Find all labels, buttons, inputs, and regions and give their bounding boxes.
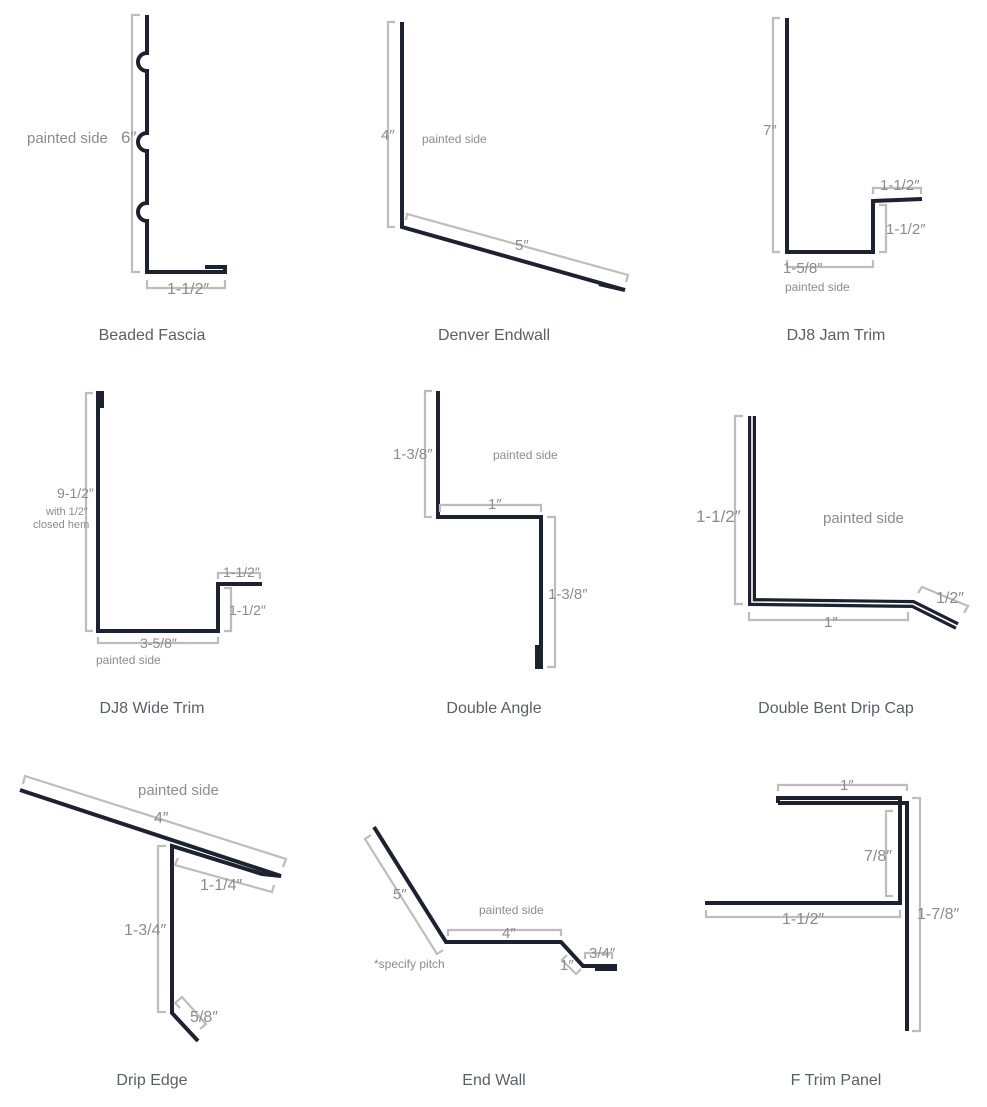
caption-drip-edge: Drip Edge xyxy=(116,1072,187,1089)
f-trim-panel-dim-top-label: 1″ xyxy=(840,777,854,794)
dj8-jam-trim-dim-step xyxy=(879,203,888,254)
double-bent-drip-cap-dim-width-label: 1″ xyxy=(824,614,838,631)
dj8-wide-trim-dim-top xyxy=(216,571,262,579)
double-bent-drip-cap-dim-height-label: 1-1/2″ xyxy=(696,507,741,526)
caption-denver-endwall: Denver Endwall xyxy=(438,327,550,344)
profile-beaded-fascia: painted side 6″ 1-1/2″ Beaded Fascia xyxy=(27,13,227,344)
dj8-jam-trim-dim-height xyxy=(771,16,780,254)
drip-edge-dim-flange-label: 1-1/4″ xyxy=(200,877,242,894)
end-wall-dim-slope-label: 5″ xyxy=(393,886,407,903)
end-wall-outline xyxy=(372,825,617,971)
drip-edge-dim-top xyxy=(21,774,288,868)
drip-edge-dim-kick xyxy=(173,995,208,1030)
denver-endwall-dim-4: 4″ xyxy=(381,127,395,144)
beaded-fascia-dim-height xyxy=(130,13,140,274)
profile-end-wall: 5″ painted side 4″ *specify pitch 1″ 3/4… xyxy=(363,825,617,1089)
f-trim-panel-dim-top xyxy=(776,783,909,791)
caption-f-trim-panel: F Trim Panel xyxy=(791,1072,882,1089)
end-wall-dim-step-label: 1″ xyxy=(560,957,574,974)
denver-endwall-dim-length xyxy=(404,212,630,283)
dj8-jam-trim-dim-step-label: 1-1/2″ xyxy=(886,221,926,238)
denver-endwall-painted-side: painted side xyxy=(422,132,487,146)
double-bent-drip-cap-dim-height xyxy=(733,414,743,606)
drip-edge-dim-flange xyxy=(173,857,276,894)
f-trim-panel-dim-height xyxy=(912,796,922,1033)
end-wall-dim-flat-label: 4″ xyxy=(502,925,516,942)
denver-endwall-outline xyxy=(400,22,626,292)
end-wall-dim-flat xyxy=(446,928,563,936)
double-angle-dim-lower-label: 1-3/8″ xyxy=(548,586,588,603)
end-wall-specify-pitch: *specify pitch xyxy=(374,957,445,971)
dj8-wide-trim-dim-top-label: 1-1/2″ xyxy=(223,564,260,580)
dj8-jam-trim-dim-bottom xyxy=(785,260,875,269)
double-bent-drip-cap-dim-width xyxy=(747,612,910,622)
dj8-jam-trim-dim-bottom-label: 1-5/8″ xyxy=(783,260,823,277)
profile-dj8-jam-trim: 7″ 1-1/2″ 1-1/2″ 1-5/8″ painted side DJ8… xyxy=(763,16,926,344)
dj8-jam-trim-dim-top xyxy=(871,186,923,194)
double-angle-outline xyxy=(436,391,543,669)
caption-dj8-wide-trim: DJ8 Wide Trim xyxy=(100,700,205,717)
beaded-fascia-painted-side: painted side xyxy=(27,130,108,147)
drip-edge-painted-side: painted side xyxy=(138,782,219,799)
dj8-wide-trim-dim-step xyxy=(224,586,233,633)
drip-edge-dim-kick-label: 5/8″ xyxy=(190,1009,218,1026)
dj8-wide-trim-dim-height xyxy=(84,391,93,633)
drip-edge-dim-top-label: 4″ xyxy=(154,810,169,827)
dj8-jam-trim-painted-side: painted side xyxy=(785,280,850,294)
dj8-wide-trim-dim-bottom-label: 3-5/8″ xyxy=(140,635,177,651)
caption-beaded-fascia: Beaded Fascia xyxy=(99,327,206,344)
f-trim-panel-dim-flange xyxy=(704,910,902,919)
f-trim-panel-dim-height-label: 1-7/8″ xyxy=(917,906,959,923)
dj8-wide-trim-dim-step-label: 1-1/2″ xyxy=(229,602,266,618)
double-angle-dim-lower xyxy=(547,515,557,669)
dj8-wide-trim-note-hem-2: closed hem xyxy=(33,519,89,531)
f-trim-panel-outline xyxy=(705,796,909,1031)
beaded-fascia-dim-width xyxy=(145,280,227,290)
profile-drip-edge: painted side 4″ 1-1/4″ 1-3/4″ 5/8″ Drip … xyxy=(19,774,288,1089)
caption-double-bent-drip-cap: Double Bent Drip Cap xyxy=(758,700,914,717)
caption-double-angle: Double Angle xyxy=(446,700,541,717)
caption-end-wall: End Wall xyxy=(462,1072,525,1089)
dj8-jam-trim-dim-7: 7″ xyxy=(763,122,777,139)
double-bent-drip-cap-hem xyxy=(751,416,958,627)
end-wall-dim-slope xyxy=(363,834,444,956)
denver-endwall-dim-5: 5″ xyxy=(515,237,529,254)
end-wall-dim-step xyxy=(560,954,582,976)
dj8-jam-trim-dim-top-label: 1-1/2″ xyxy=(880,177,920,194)
dj8-wide-trim-dim-9-1-2: 9-1/2″ xyxy=(57,485,94,501)
f-trim-panel-dim-inner xyxy=(884,809,893,898)
double-bent-drip-cap-dim-flange-label: 1/2″ xyxy=(936,590,964,607)
drip-edge-dim-height-label: 1-3/4″ xyxy=(124,922,166,939)
end-wall-dim-hem-label: 3/4″ xyxy=(589,945,616,962)
denver-endwall-dim-height xyxy=(386,20,395,229)
end-wall-painted-side: painted side xyxy=(479,903,544,917)
beaded-fascia-outline xyxy=(136,15,227,274)
double-angle-dim-width xyxy=(438,503,543,512)
profile-double-angle: 1-3/8″ painted side 1″ 1-3/8″ Double Ang… xyxy=(393,389,588,717)
double-angle-dim-width-label: 1″ xyxy=(488,496,502,513)
beaded-fascia-dim-6: 6″ xyxy=(121,128,136,147)
profile-dj8-wide-trim: 9-1/2″ with 1/2″ closed hem 1-1/2″ 1-1/2… xyxy=(33,391,266,717)
double-angle-painted-side: painted side xyxy=(493,448,558,462)
double-bent-drip-cap-painted-side: painted side xyxy=(823,510,904,527)
dj8-wide-trim-painted-side: painted side xyxy=(96,653,161,667)
end-wall-dim-hem xyxy=(583,951,614,959)
drip-edge-outline xyxy=(19,788,282,1043)
dj8-wide-trim-note-hem-1: with 1/2″ xyxy=(45,506,88,518)
double-bent-drip-cap-dim-flange xyxy=(917,585,970,614)
double-angle-dim-upper-label: 1-3/8″ xyxy=(393,446,433,463)
f-trim-panel-dim-inner-label: 7/8″ xyxy=(864,848,892,865)
drip-edge-dim-height xyxy=(156,844,166,1014)
dj8-jam-trim-outline xyxy=(785,18,923,254)
double-angle-dim-upper xyxy=(423,389,432,519)
profile-f-trim-panel: 1″ 7/8″ 1-1/2″ 1-7/8″ F Trim Panel xyxy=(704,777,959,1089)
dj8-wide-trim-dim-bottom xyxy=(96,637,220,645)
profile-denver-endwall: 4″ painted side 5″ Denver Endwall xyxy=(381,20,630,344)
dj8-wide-trim-outline xyxy=(96,391,262,633)
f-trim-panel-dim-flange-label: 1-1/2″ xyxy=(782,911,824,928)
beaded-fascia-dim-1-1-2: 1-1/2″ xyxy=(167,281,209,298)
profile-double-bent-drip-cap: 1-1/2″ painted side 1″ 1/2″ Double Bent … xyxy=(696,414,970,717)
caption-dj8-jam-trim: DJ8 Jam Trim xyxy=(787,327,886,344)
